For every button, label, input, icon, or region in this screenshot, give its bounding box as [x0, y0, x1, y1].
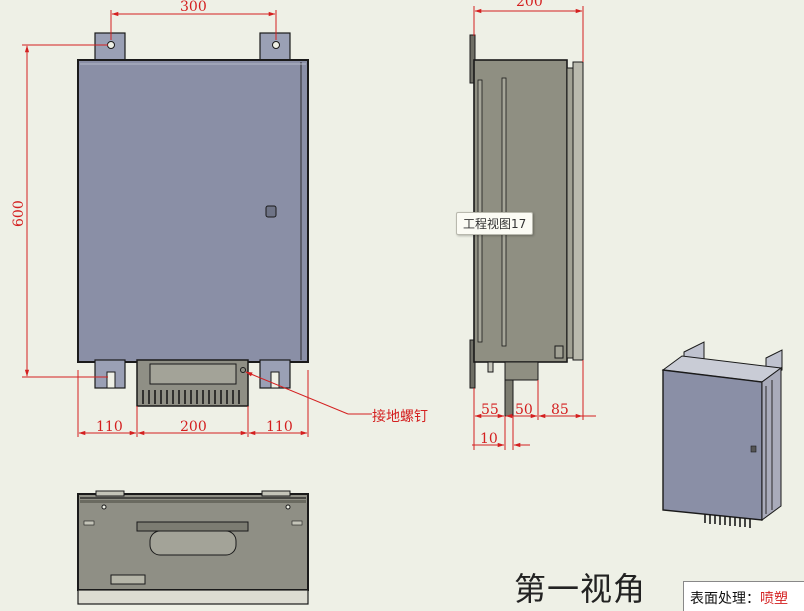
grounding-screw-label: 接地螺钉	[372, 409, 428, 425]
dim-bottom-left: 110	[96, 419, 123, 435]
dim-front-height: 600	[11, 200, 27, 227]
bottom-view[interactable]	[77, 490, 309, 605]
surface-value: 喷塑	[760, 591, 788, 607]
dim-side-c: 85	[551, 402, 569, 418]
front-dimensions	[22, 10, 372, 437]
side-dimensions	[472, 6, 596, 450]
dim-side-a: 55	[481, 402, 499, 418]
isometric-view[interactable]	[661, 341, 783, 528]
dim-bottom-mid: 200	[180, 419, 207, 435]
front-view[interactable]	[77, 32, 309, 407]
dim-side-d: 10	[480, 431, 498, 447]
surface-label: 表面处理：	[690, 591, 760, 607]
dim-side-depth: 200	[516, 0, 543, 10]
dim-front-width: 300	[180, 0, 207, 15]
projection-label: 第一视角	[514, 570, 647, 608]
dim-side-b: 50	[515, 402, 533, 418]
view-tooltip: 工程视图17	[456, 212, 534, 235]
surface-treatment: 表面处理：喷塑	[683, 581, 804, 611]
side-view[interactable]	[469, 34, 584, 417]
dim-bottom-right: 110	[266, 419, 293, 435]
